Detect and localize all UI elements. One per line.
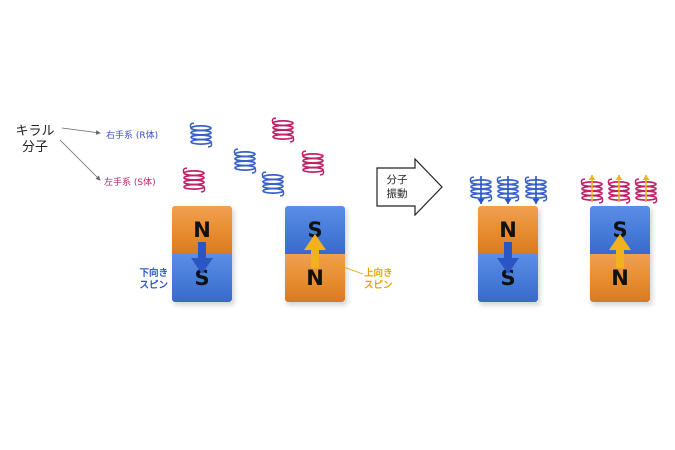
- magnet-with-s-molecules: S N: [590, 206, 650, 302]
- magnet-with-r-molecules: N S: [478, 206, 538, 302]
- r-helix-molecule: [189, 122, 213, 148]
- magnet-4-bottom-pole: N: [590, 254, 650, 302]
- magnet-4-top-pole: S: [590, 206, 650, 254]
- up-spin-mini-arrow: [615, 175, 623, 202]
- up-spin-mini-arrow: [642, 175, 650, 202]
- chiral-line-1: キラル: [15, 124, 55, 139]
- chiral-line-2: 分子: [21, 140, 48, 155]
- down-spin-line-2: スピン: [139, 280, 168, 291]
- down-spin-line-1: 下向き: [139, 268, 168, 279]
- up-spin-line-2: スピン: [364, 280, 393, 291]
- molecular-vibration-arrow: [376, 158, 443, 216]
- up-spin-line-1: 上向き: [364, 268, 393, 279]
- up-spin-label: 上向き スピン: [364, 268, 393, 292]
- down-spin-mini-arrow: [532, 176, 540, 204]
- magnet-up-spin: S N: [285, 206, 345, 302]
- vibration-label: 分子 振動: [377, 173, 417, 201]
- l-helix-molecule: [182, 167, 206, 193]
- up-spin-mini-arrow: [588, 175, 596, 202]
- pointer-arrow-left-handed: [59, 139, 101, 181]
- l-helix-molecule: [271, 117, 295, 143]
- left-handed-label: 左手系 (S体): [104, 178, 156, 188]
- r-helix-molecule: [261, 171, 285, 197]
- magnet-down-spin: N S: [172, 206, 232, 302]
- down-spin-mini-arrow: [504, 176, 512, 204]
- vibration-line-1: 分子: [386, 174, 408, 186]
- chiral-molecule-label: キラル 分子: [10, 124, 60, 156]
- down-spin-mini-arrow: [477, 176, 485, 204]
- pointer-arrow-right-handed: [61, 127, 101, 135]
- right-handed-label: 右手系 (R体): [106, 131, 159, 141]
- up-spin-pointer-line: [317, 257, 364, 275]
- magnet-3-bottom-pole: S: [478, 254, 538, 302]
- down-spin-label: 下向き スピン: [104, 268, 168, 292]
- r-helix-molecule: [233, 148, 257, 174]
- magnet-3-top-pole: N: [478, 206, 538, 254]
- magnet-1-top-pole: N: [172, 206, 232, 254]
- l-helix-molecule: [301, 150, 325, 176]
- vibration-line-2: 振動: [386, 188, 408, 200]
